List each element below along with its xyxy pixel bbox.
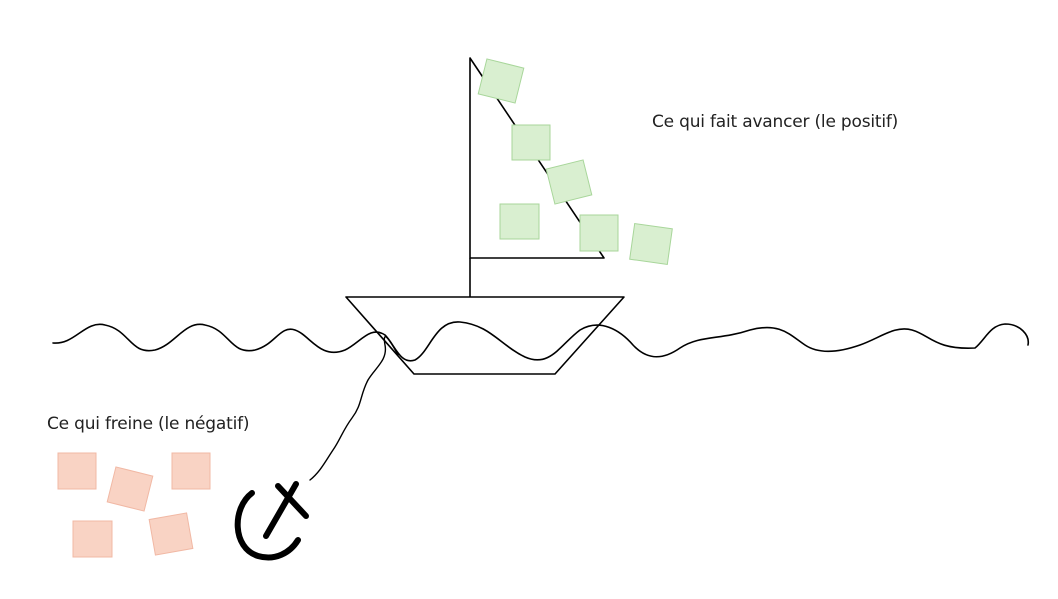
negative-note — [57, 452, 97, 490]
positive-label: Ce qui fait avancer (le positif) — [652, 112, 899, 132]
positive-note — [629, 222, 673, 266]
positive-notes — [477, 58, 673, 266]
negative-note — [148, 512, 194, 556]
water-wave — [52, 321, 1030, 362]
negative-note — [171, 452, 211, 490]
negative-label: Ce qui freine (le négatif) — [47, 414, 250, 434]
positive-note — [511, 124, 551, 161]
boat-hull — [345, 296, 625, 375]
positive-note — [477, 58, 525, 104]
anchor-rope — [309, 336, 399, 481]
negative-note — [72, 520, 113, 558]
positive-note — [579, 214, 619, 252]
anchor-icon — [234, 481, 309, 561]
positive-note — [545, 159, 593, 205]
negative-note — [106, 466, 154, 512]
negative-notes — [57, 452, 211, 558]
positive-note — [499, 203, 540, 240]
